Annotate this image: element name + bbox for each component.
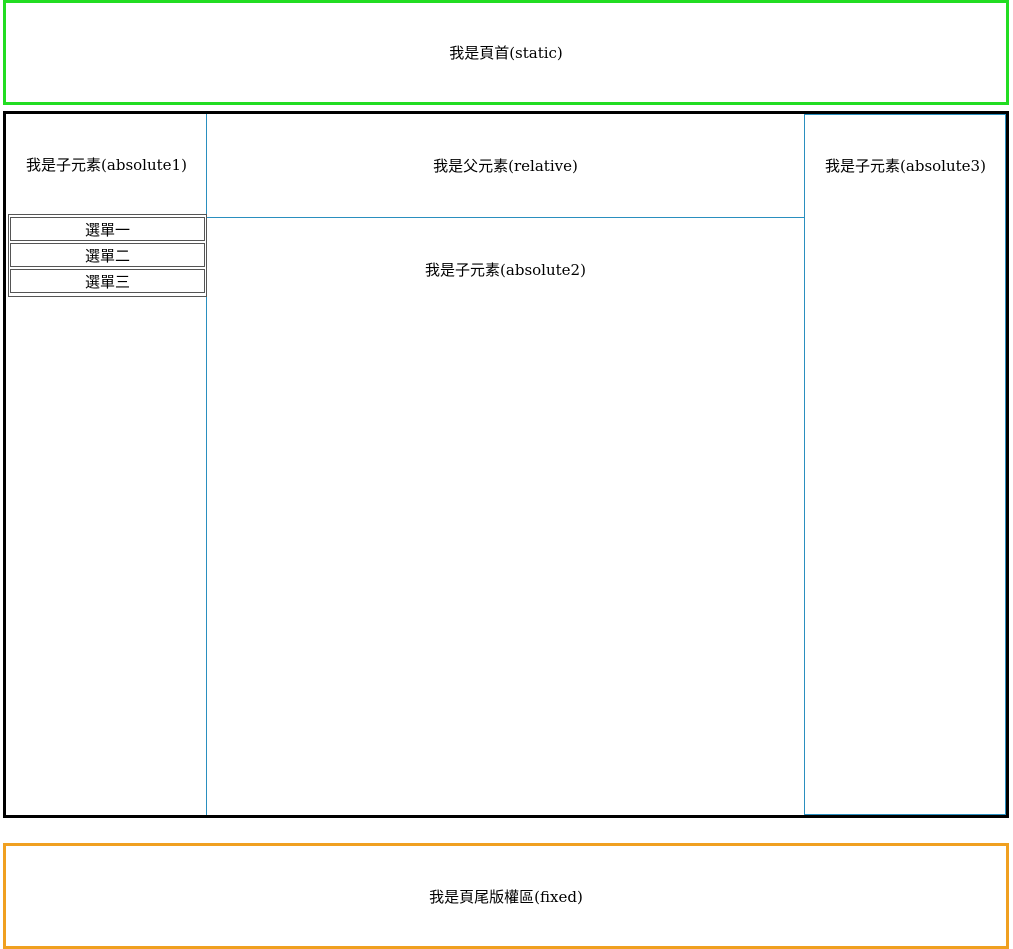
page-footer: 我是頁尾版權區(fixed) [3, 843, 1009, 949]
child-absolute3: 我是子元素(absolute3) [805, 114, 1006, 815]
header-label: 我是頁首(static) [449, 44, 563, 62]
absolute1-label: 我是子元素(absolute1) [26, 155, 187, 174]
parent-relative-label-box: 我是父元素(relative) [207, 114, 804, 218]
parent-container: 我是子元素(absolute1) 選單一 選單二 選單三 我是父元素(relat… [3, 111, 1009, 818]
absolute3-label: 我是子元素(absolute3) [825, 156, 986, 175]
middle-column: 我是父元素(relative) 我是子元素(absolute2) [207, 114, 805, 815]
parent-label: 我是父元素(relative) [433, 157, 578, 175]
page-header: 我是頁首(static) [3, 0, 1009, 105]
side-menu: 選單一 選單二 選單三 [8, 214, 207, 297]
child-absolute1: 我是子元素(absolute1) 選單一 選單二 選單三 [6, 114, 207, 815]
menu-item-3[interactable]: 選單三 [10, 269, 205, 293]
footer-label: 我是頁尾版權區(fixed) [429, 887, 583, 906]
absolute2-label: 我是子元素(absolute2) [425, 261, 586, 279]
menu-item-2[interactable]: 選單二 [10, 243, 205, 267]
menu-item-1[interactable]: 選單一 [10, 217, 205, 241]
